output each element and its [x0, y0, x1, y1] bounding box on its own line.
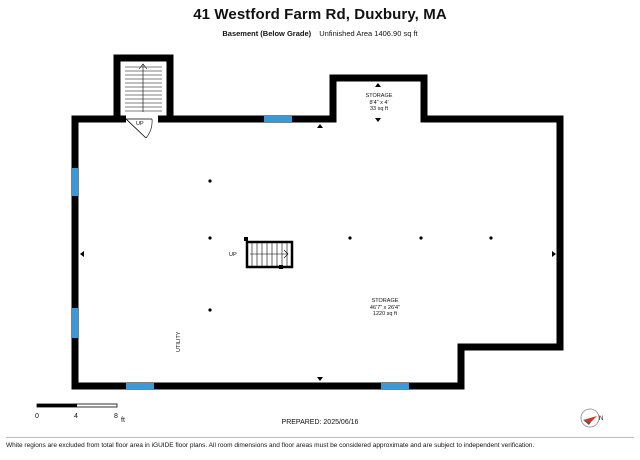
ceiling-lights — [208, 179, 493, 312]
window — [126, 383, 154, 389]
dimension-markers — [80, 83, 556, 381]
compass-icon: N — [580, 408, 603, 428]
utility-label: UTILITY — [176, 331, 182, 352]
room-dims: 8'4" x 4' — [369, 99, 389, 106]
stair-center — [245, 240, 294, 269]
scale-mark-4: 4 — [74, 413, 78, 420]
room-area: 33 sq ft — [369, 106, 389, 112]
window — [381, 383, 409, 389]
scale-unit: ft — [121, 417, 125, 424]
svg-text:N: N — [599, 416, 603, 422]
room-label-storage-main: STORAGE 46'7" x 26'4" 1220 sq ft — [355, 298, 415, 318]
window — [264, 116, 292, 122]
stair-label-top: UP — [136, 121, 144, 127]
scale-mark-8: 8 — [114, 413, 118, 420]
exterior-wall — [71, 74, 564, 390]
stair-top — [113, 54, 174, 139]
floor-area: Unfinished Area 1406.90 sq ft — [319, 29, 418, 38]
scale-bar — [36, 403, 118, 408]
stair-label-center: UP — [229, 252, 237, 258]
window — [72, 308, 78, 338]
room-name: STORAGE — [371, 298, 399, 304]
room-area: 1220 sq ft — [372, 311, 398, 317]
disclaimer-footer: White regions are excluded from total fl… — [6, 437, 634, 449]
room-name: STORAGE — [365, 93, 393, 99]
room-dims: 46'7" x 26'4" — [369, 304, 401, 311]
floor-name: Basement (Below Grade) — [222, 29, 312, 38]
prepared-date: PREPARED: 2025/06/16 — [281, 419, 359, 426]
scale-mark-0: 0 — [35, 413, 39, 420]
floor-subtitle: Basement (Below Grade) Unfinished Area 1… — [0, 29, 640, 38]
room-label-storage-small: STORAGE 8'4" x 4' 33 sq ft — [350, 93, 408, 113]
window — [72, 168, 78, 196]
page-title: 41 Westford Farm Rd, Duxbury, MA — [193, 6, 447, 23]
